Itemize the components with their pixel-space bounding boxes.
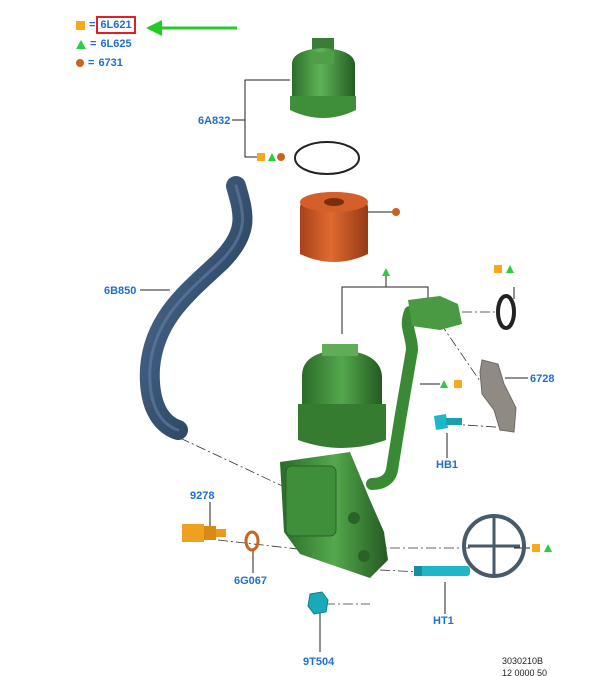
triangle-icon: [544, 544, 552, 552]
square-icon: [532, 544, 540, 552]
triangle-icon: [268, 153, 276, 161]
square-icon: [494, 265, 502, 273]
legend-row-square: = 6L621: [76, 16, 136, 34]
bracket: [479, 359, 517, 433]
part-markers: [257, 153, 552, 552]
legend-code-triangle: 6L625: [100, 38, 132, 50]
filter-element: [300, 192, 368, 262]
triangle-icon: [440, 380, 448, 388]
oil-filter-housing: [280, 296, 462, 578]
legend-code-square: 6L621: [96, 16, 136, 34]
reference-number-cut: 12 0000 50: [502, 668, 548, 676]
oil-hose: [139, 176, 253, 440]
oil-tube: [414, 566, 470, 576]
sensor-seal: [244, 530, 260, 552]
label-cap: 6A832: [198, 115, 231, 127]
leader-lines: [140, 79, 530, 652]
square-icon: [76, 20, 85, 30]
legend-equals: =: [88, 57, 95, 69]
legend-equals: =: [89, 19, 96, 31]
label-tube: HT1: [433, 615, 454, 627]
label-hose: 6B850: [104, 285, 137, 297]
label-sensor: 9278: [190, 490, 215, 502]
legend-equals: =: [90, 38, 97, 50]
legend-code-dot: 6731: [98, 57, 123, 69]
dot-icon: [392, 208, 400, 216]
label-sensor-seal: 6G067: [234, 575, 268, 587]
label-plug: 9T504: [303, 656, 335, 668]
legend-row-dot: = 6731: [76, 57, 123, 69]
cap-o-ring: [294, 141, 360, 175]
dot-icon: [277, 153, 285, 161]
pointer-arrow-icon: [146, 20, 237, 36]
square-icon: [454, 380, 462, 388]
drain-plug: [307, 591, 329, 615]
bolt: [434, 414, 462, 430]
pressure-sensor: [182, 524, 226, 542]
triangle-icon: [76, 39, 86, 49]
square-icon: [257, 153, 265, 161]
reference-number: 3030210B: [502, 656, 544, 666]
triangle-icon: [382, 268, 390, 276]
label-bolt: HB1: [436, 459, 459, 471]
seal-ring: [462, 514, 526, 578]
legend-row-triangle: = 6L625: [76, 38, 132, 50]
label-bracket: 6728: [530, 373, 555, 385]
oil-filter-cap: [290, 38, 356, 118]
dot-icon: [76, 59, 84, 67]
triangle-icon: [506, 265, 514, 273]
union-o-ring: [496, 294, 516, 330]
